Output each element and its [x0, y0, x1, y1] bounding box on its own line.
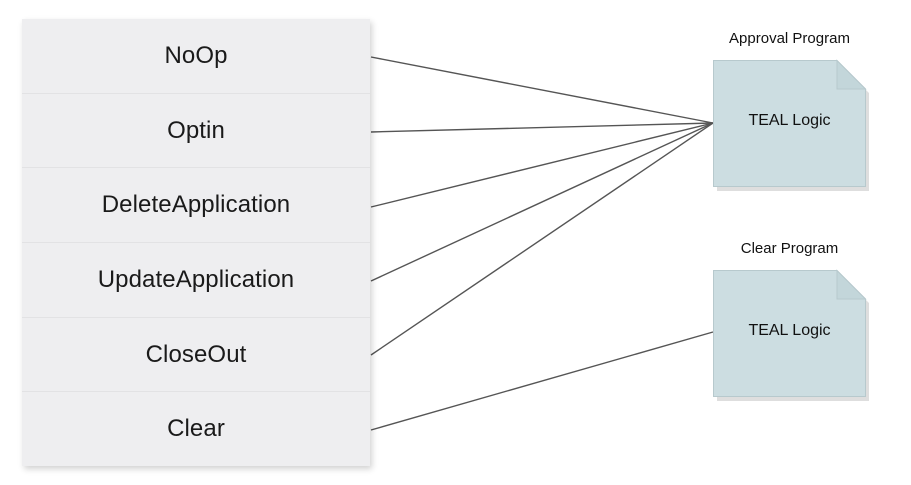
approval-program-note[interactable]: TEAL Logic [713, 59, 869, 191]
oncomplete-label: Optin [167, 116, 225, 144]
oncomplete-row-updateapplication[interactable]: UpdateApplication [22, 242, 370, 317]
note-folded-corner-icon [836, 269, 867, 300]
oncomplete-label: NoOp [164, 41, 228, 69]
clear-program-body-label: TEAL Logic [748, 322, 831, 339]
approval-program-body-label: TEAL Logic [748, 112, 831, 129]
oncomplete-label: Clear [167, 415, 225, 443]
approval-program-group: Approval Program TEAL Logic [713, 30, 869, 191]
oncomplete-row-clear[interactable]: Clear [22, 391, 370, 467]
connector-updateapplication-to-approval [370, 122, 714, 282]
approval-program-caption: Approval Program [729, 30, 850, 47]
oncomplete-panel: NoOp Optin DeleteApplication UpdateAppli… [22, 19, 370, 467]
oncomplete-label: DeleteApplication [101, 191, 291, 219]
connector-clear-to-clear-program [370, 331, 714, 431]
oncomplete-row-optin[interactable]: Optin [22, 92, 370, 168]
oncomplete-row-deleteapplication[interactable]: DeleteApplication [22, 167, 370, 243]
note-folded-corner-icon [836, 59, 867, 90]
clear-program-group: Clear Program TEAL Logic [713, 240, 869, 401]
oncomplete-row-closeout[interactable]: CloseOut [22, 316, 370, 392]
oncomplete-row-noop[interactable]: NoOp [22, 19, 370, 93]
oncomplete-label: UpdateApplication [97, 265, 295, 293]
note-body-shape [713, 270, 866, 397]
note-body-shape [713, 60, 866, 187]
connector-noop-to-approval [370, 56, 714, 124]
clear-program-note[interactable]: TEAL Logic [713, 269, 869, 401]
connector-optin-to-approval [370, 122, 714, 133]
connector-deleteapplication-to-approval [370, 122, 714, 208]
oncomplete-label: CloseOut [145, 340, 247, 368]
connector-closeout-to-approval [370, 122, 714, 356]
clear-program-caption: Clear Program [740, 240, 839, 257]
